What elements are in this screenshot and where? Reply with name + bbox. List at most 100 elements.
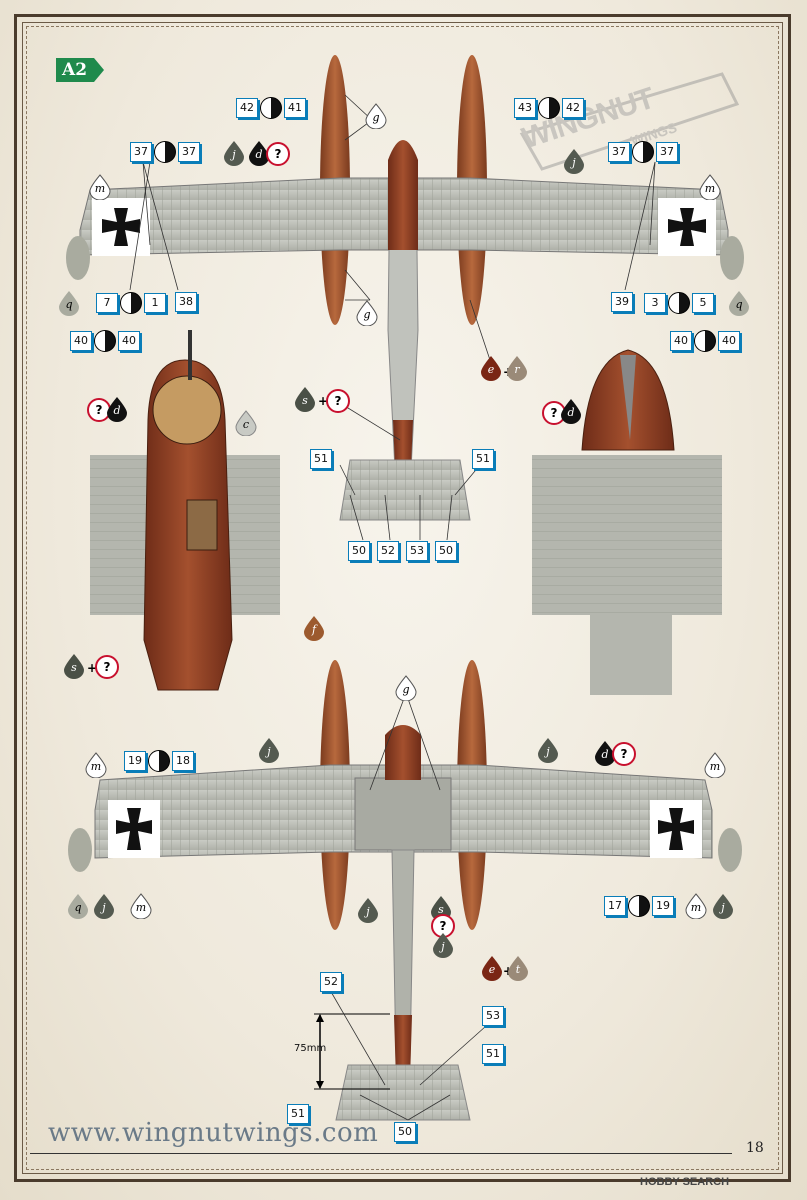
unknown-color-marker: ? — [95, 655, 119, 679]
paint-drop-s: s — [294, 386, 316, 412]
paint-letter: m — [135, 901, 147, 914]
paint-letter: c — [242, 418, 250, 431]
cockpit-detail-right — [532, 349, 722, 695]
lower-left-iron-cross — [116, 808, 152, 850]
decal-39: 39 — [611, 292, 633, 312]
paint-drop-f: f — [303, 615, 325, 641]
paint-drop-q: q — [728, 290, 750, 316]
decal-number: 19 — [124, 751, 146, 771]
watermark-banner — [519, 72, 740, 171]
section-tag: A2 — [56, 58, 104, 82]
top-tailplane — [339, 459, 471, 521]
unknown-color-marker: ? — [326, 389, 350, 413]
lower-fuselage-center — [354, 777, 452, 851]
paint-letter: e — [487, 363, 495, 376]
paint-letter: j — [572, 156, 576, 169]
paint-drop-m: m — [685, 893, 707, 919]
decal-number: 40 — [718, 331, 740, 351]
decal-number: 19 — [652, 896, 674, 916]
paint-letter: d — [601, 748, 609, 761]
decal-number: 5 — [692, 293, 714, 313]
decal-52-lower: 52 — [320, 972, 342, 992]
decal-50: 50 — [348, 541, 370, 561]
decal-pair-19-18: 19 18 — [124, 750, 194, 772]
decal-38: 38 — [175, 292, 197, 312]
paint-drop-m: m — [699, 174, 721, 200]
plus-sign: + — [318, 394, 329, 408]
yinyang-icon — [94, 330, 116, 352]
paint-drop-m: m — [89, 174, 111, 200]
paint-drop-d: d — [560, 398, 582, 424]
decal-number: 18 — [172, 751, 194, 771]
paint-drop-d: d — [594, 740, 616, 766]
decal-number: 37 — [608, 142, 630, 162]
decal-pair-37-37-left: 37 37 — [130, 141, 200, 163]
decal-number: 17 — [604, 896, 626, 916]
paint-letter: d — [567, 406, 575, 419]
yinyang-icon — [154, 141, 176, 163]
decal-51-lower-right: 51 — [482, 1044, 504, 1064]
cockpit-right-gun — [620, 355, 636, 440]
paint-letter: f — [311, 623, 317, 636]
paint-letter: q — [735, 298, 743, 311]
paint-drop-j: j — [223, 140, 245, 166]
paint-letter: j — [267, 745, 271, 758]
paint-letter: r — [514, 363, 520, 376]
decal-number: 1 — [144, 293, 166, 313]
decal-number: 37 — [656, 142, 678, 162]
yinyang-icon — [628, 895, 650, 917]
decal-number: 7 — [96, 293, 118, 313]
yinyang-icon — [260, 97, 282, 119]
decal-number: 40 — [670, 331, 692, 351]
right-wingtip-elevator — [720, 236, 744, 280]
paint-drop-g: g — [365, 103, 387, 129]
paint-drop-j: j — [712, 893, 734, 919]
decal-53: 53 — [406, 541, 428, 561]
paint-drop-r: r — [506, 355, 528, 381]
bottom-view — [68, 660, 742, 1121]
paint-drop-j: j — [537, 737, 559, 763]
decal-pair-7-1: 7 1 — [96, 292, 166, 314]
decal-number: 37 — [178, 142, 200, 162]
lower-right-iron-cross — [658, 808, 694, 850]
left-iron-cross — [102, 208, 140, 246]
dimension-label: 75mm — [294, 1043, 327, 1054]
footer-rule — [30, 1153, 732, 1154]
left-wingtip-elevator — [66, 236, 90, 280]
section-tag-label: A2 — [62, 60, 88, 80]
credit-watermark: HOBBY SEARCH — [640, 1176, 730, 1188]
dimension-arrow-up — [316, 1014, 324, 1022]
paint-drop-j: j — [432, 932, 454, 958]
page-border-dashed — [26, 26, 779, 1170]
decal-51-left: 51 — [310, 449, 332, 469]
paint-letter: j — [232, 148, 236, 161]
decal-52: 52 — [377, 541, 399, 561]
decal-pair-40-40-right: 40 40 — [670, 330, 740, 352]
paint-letter: g — [363, 308, 371, 321]
paint-drop-s: s — [63, 653, 85, 679]
yinyang-icon — [668, 292, 690, 314]
paint-letter: s — [71, 661, 77, 674]
paint-letter: g — [402, 683, 410, 696]
plus-sign: + — [87, 661, 98, 675]
decal-number: 42 — [236, 98, 258, 118]
page-number: 18 — [746, 1140, 764, 1156]
paint-letter: m — [690, 901, 702, 914]
paint-drop-m: m — [130, 893, 152, 919]
yinyang-icon — [694, 330, 716, 352]
decal-pair-40-40-left: 40 40 — [70, 330, 140, 352]
top-nose — [388, 140, 418, 250]
lower-nose — [385, 725, 421, 780]
paint-drop-c: c — [235, 410, 257, 436]
paint-drop-j: j — [93, 893, 115, 919]
cockpit-right-panel — [532, 455, 722, 615]
yinyang-icon — [148, 750, 170, 772]
unknown-color-marker: ? — [612, 742, 636, 766]
paint-letter: d — [255, 148, 263, 161]
decal-53-lower: 53 — [482, 1006, 504, 1026]
paint-letter: j — [441, 940, 445, 953]
paint-letter: m — [94, 182, 106, 195]
paint-drop-d: d — [106, 396, 128, 422]
